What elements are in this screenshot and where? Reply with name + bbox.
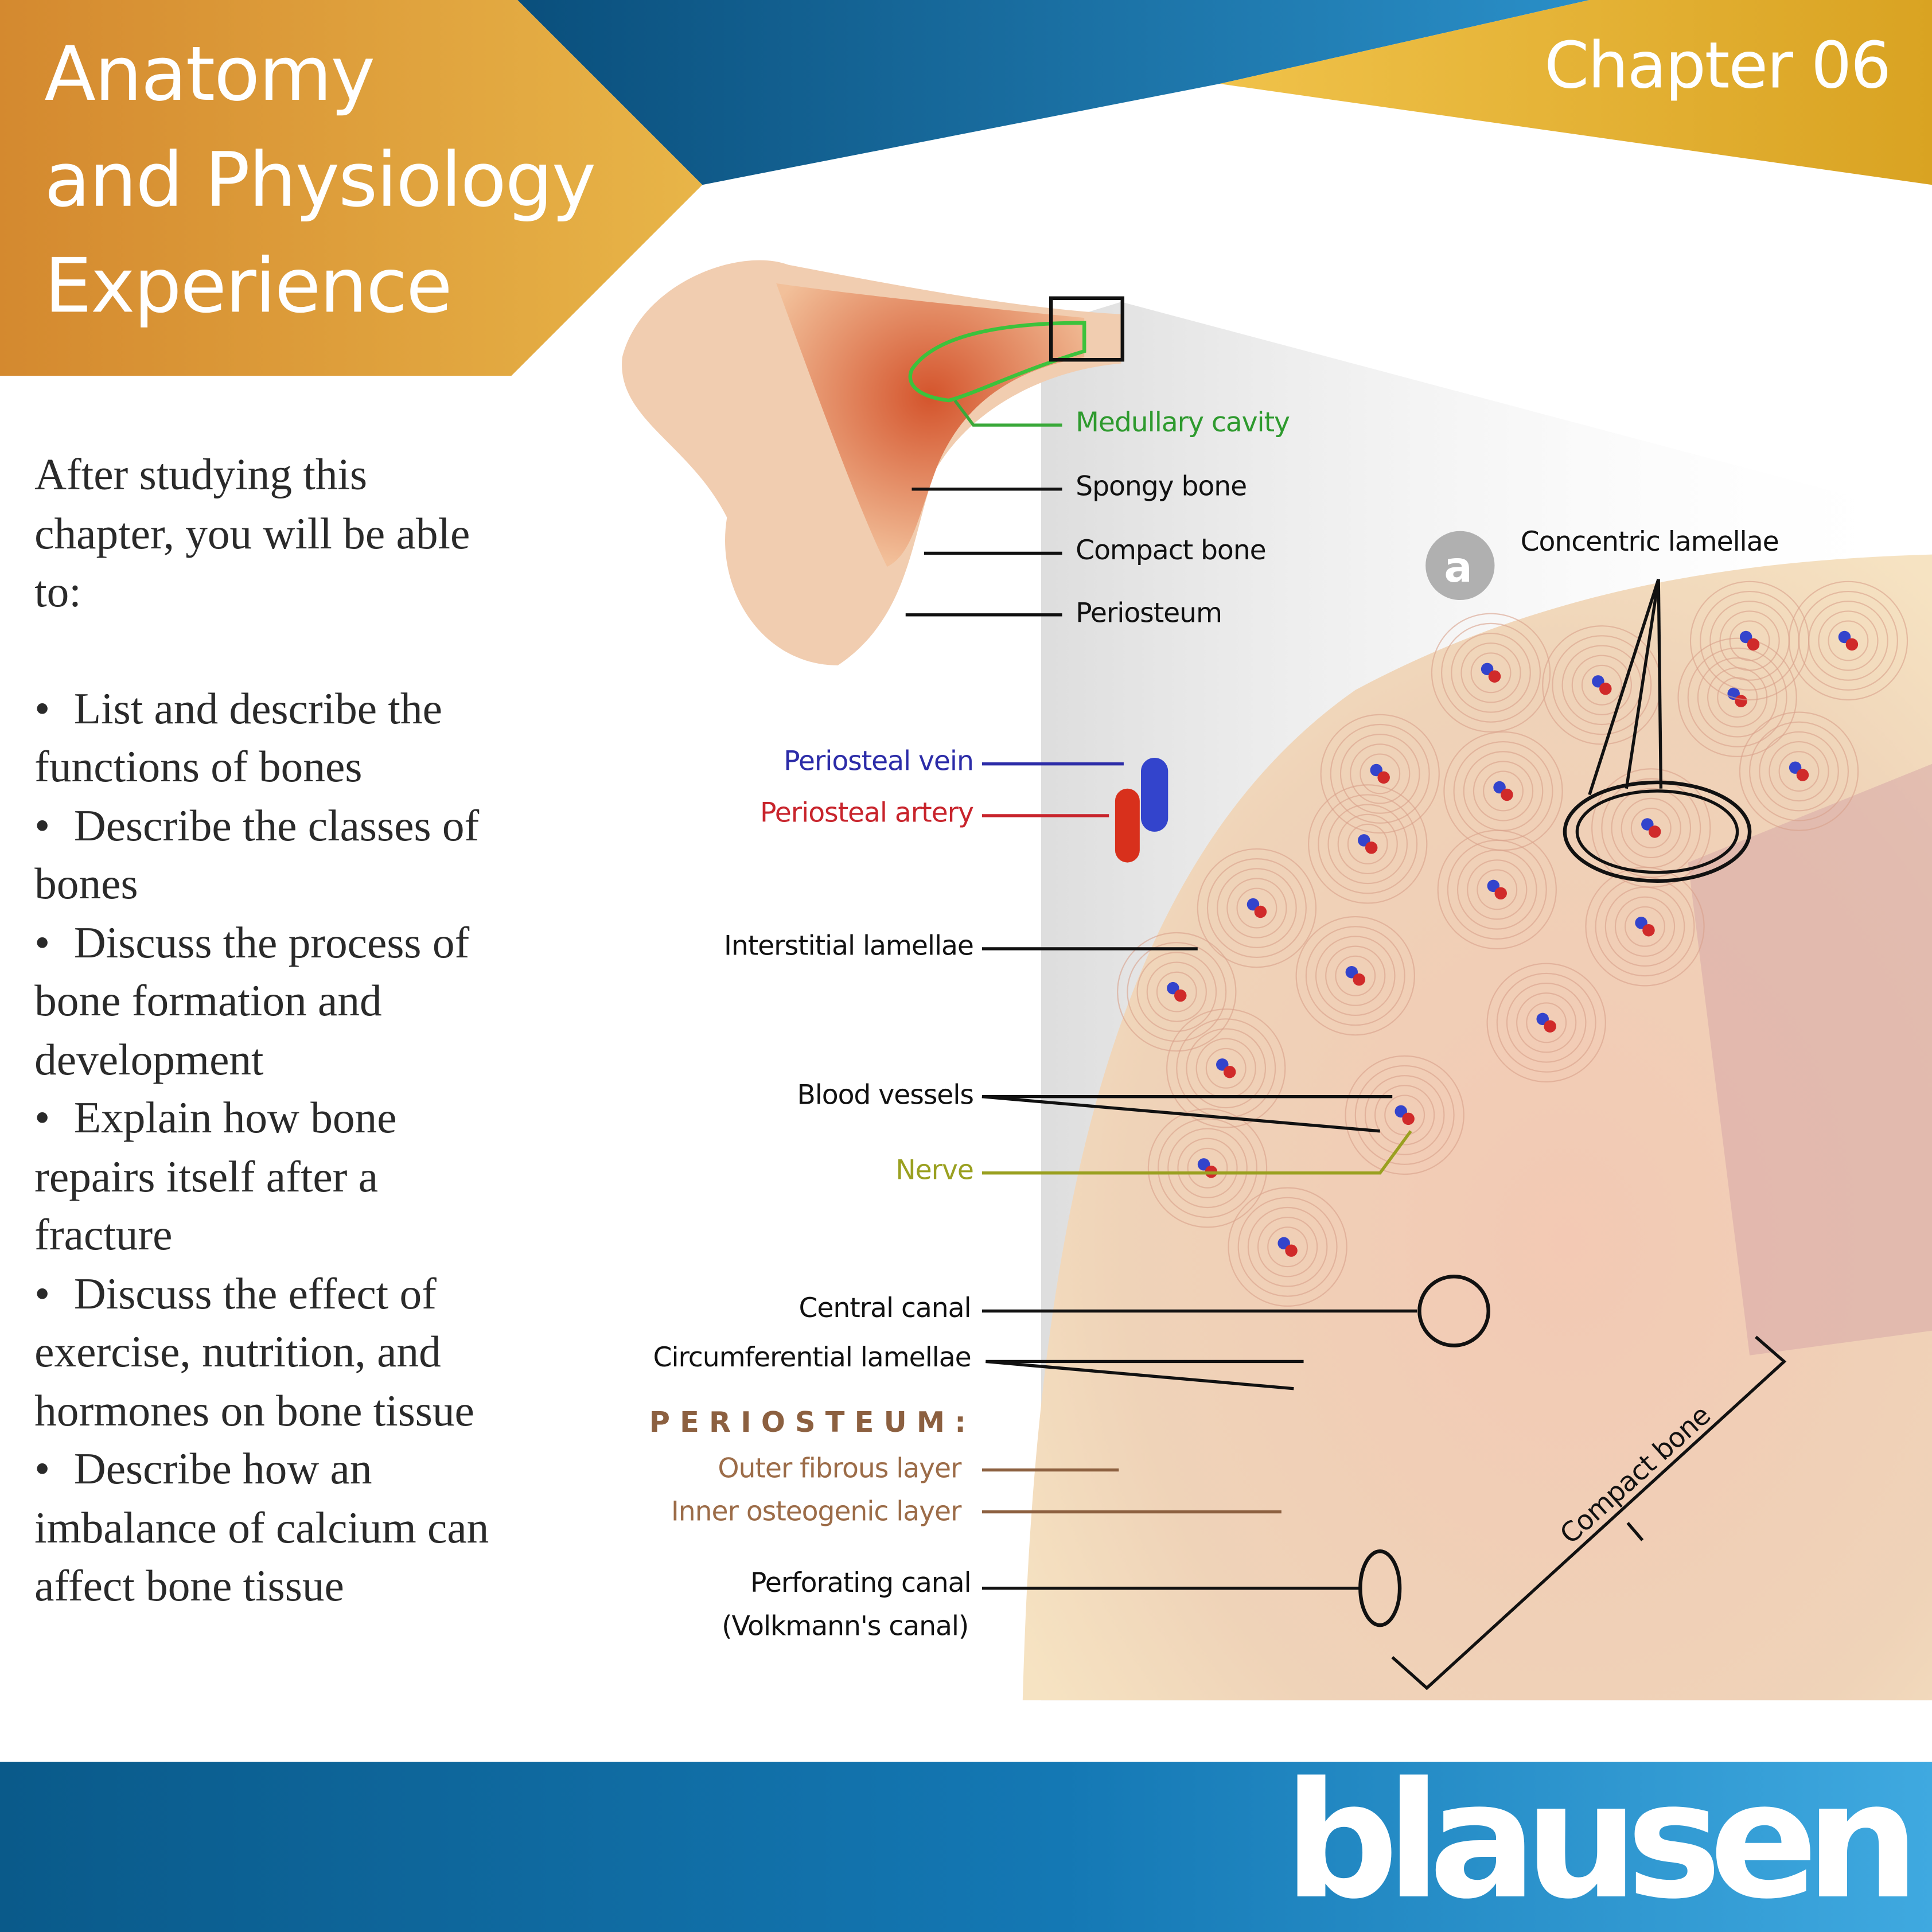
artery-dot — [1174, 989, 1187, 1002]
artery-dot — [1402, 1112, 1415, 1125]
footer-bar: blausen — [0, 1747, 1932, 1932]
panel-badge — [1425, 531, 1495, 601]
spongy-bone-region — [776, 283, 1085, 567]
label-interstitial-lamellae: Interstitial lamellae — [723, 931, 974, 963]
learning-objectives: After studying this chapter, you will be… — [34, 446, 503, 1616]
artery-dot — [1285, 1244, 1298, 1257]
artery-dot — [1353, 973, 1365, 986]
artery-dot — [1796, 769, 1809, 781]
zoom-box — [1049, 296, 1125, 362]
artery-dot — [1642, 924, 1655, 937]
label-central-canal: Central canal — [798, 1294, 971, 1325]
artery-dot — [1254, 905, 1267, 918]
objective-text: List and describe the functions of bones — [34, 683, 442, 791]
header-blue-band — [517, 0, 1590, 185]
objective-item: •Discuss the effect of exercise, nutriti… — [34, 1268, 474, 1435]
label-nerve: Nerve — [895, 1155, 974, 1187]
label-periosteum-heading: PERIOSTEUM: — [649, 1407, 976, 1439]
artery-dot — [1494, 887, 1507, 900]
title-line: and Physiology — [44, 137, 596, 224]
label-periosteal-vein: Periosteal vein — [784, 746, 974, 778]
label-periosteum: Periosteum — [1076, 598, 1222, 630]
chapter-label: Chapter 06 — [1544, 29, 1891, 104]
label-perforating-canal: Perforating canal — [750, 1568, 972, 1600]
title-line: Experience — [44, 243, 452, 330]
spongy-bone-section — [1688, 764, 1932, 1355]
artery-dot — [1648, 825, 1661, 838]
objective-text: Explain how bone repairs itself after a … — [34, 1093, 397, 1260]
label-concentric-lamellae: Concentric lamellae — [1520, 527, 1779, 559]
header-gold-band — [1220, 0, 1932, 185]
objective-item: •Explain how bone repairs itself after a… — [34, 1093, 397, 1260]
label-periosteal-artery: Periosteal artery — [760, 798, 974, 829]
compact-bone-section — [1022, 554, 1932, 1701]
medullary-cavity-outline — [908, 321, 1086, 403]
objective-text: Discuss the effect of exercise, nutritio… — [34, 1268, 474, 1435]
label-compact-bone: Compact bone — [1076, 536, 1267, 567]
artery-dot — [1365, 842, 1378, 854]
label-spongy-bone: Spongy bone — [1076, 472, 1247, 503]
objective-item: •Describe how an imbalance of calcium ca… — [34, 1444, 489, 1611]
objectives-list: •List and describe the functions of bone… — [34, 680, 503, 1616]
title-line: Anatomy — [44, 30, 375, 119]
label-outer-fibrous-layer: Outer fibrous layer — [718, 1454, 961, 1485]
periosteal-artery-vessel — [1115, 788, 1140, 863]
objective-item: •Describe the classes of bones — [34, 800, 480, 909]
label-circumferential-lamellae: Circumferential lamellae — [653, 1343, 972, 1374]
artery-dot — [1735, 695, 1747, 707]
objective-text: Discuss the process of bone formation an… — [34, 917, 470, 1084]
artery-dot — [1223, 1065, 1236, 1078]
label-medullary-cavity: Medullary cavity — [1076, 407, 1290, 439]
panel-badge-letter: a — [1444, 543, 1472, 593]
slide-title: Anatomy and Physiology Experience — [44, 22, 596, 340]
osteons — [1117, 581, 1908, 1307]
objectives-intro: After studying this chapter, you will be… — [34, 450, 470, 616]
label-inner-osteogenic-layer: Inner osteogenic layer — [671, 1497, 962, 1528]
header-orange-band — [0, 0, 703, 376]
artery-dot — [1501, 788, 1513, 801]
blausen-logo: blausen — [1284, 1747, 1919, 1932]
objective-item: •List and describe the functions of bone… — [34, 683, 442, 791]
artery-dot — [1599, 682, 1612, 695]
objective-item: •Discuss the process of bone formation a… — [34, 917, 470, 1084]
objective-text: Describe how an imbalance of calcium can… — [34, 1444, 489, 1611]
periosteal-vein-vessel — [1141, 757, 1168, 832]
artery-dot — [1377, 771, 1390, 784]
label-blood-vessels: Blood vessels — [797, 1080, 974, 1112]
artery-dot — [1488, 670, 1501, 683]
artery-dot — [1845, 638, 1859, 651]
artery-dot — [1747, 638, 1760, 651]
artery-dot — [1544, 1020, 1556, 1033]
objective-text: Describe the classes of bones — [34, 800, 480, 909]
label-volkmanns-canal: (Volkmann's canal) — [722, 1611, 969, 1643]
